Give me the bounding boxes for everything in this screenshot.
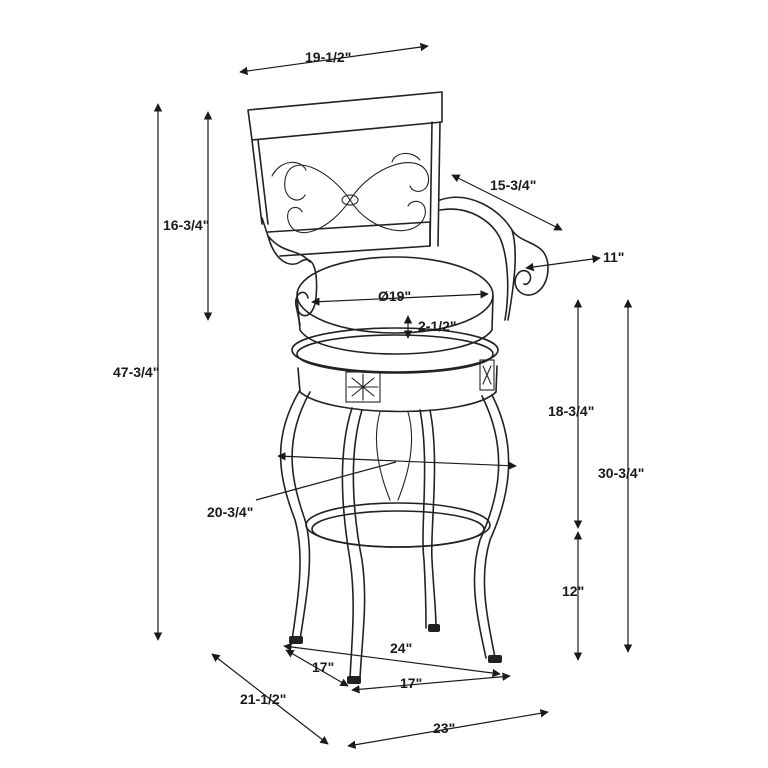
label-seat-height: 30-3/4" [598, 465, 645, 481]
label-seat-diameter: Ø19" [378, 288, 412, 304]
dim-line-base-width [347, 709, 549, 749]
label-mid-width: 20-3/4" [207, 504, 254, 520]
label-arm-length: 15-3/4" [490, 177, 537, 193]
label-seat-thickness: 2-1/2" [418, 318, 457, 334]
label-base-17-a: 17" [312, 659, 335, 675]
dim-line-mid-width-leader [255, 461, 397, 501]
label-base-17-b: 17" [400, 675, 423, 691]
dim-line-seat-diameter [311, 290, 489, 306]
label-overall-depth: 21-1/2" [240, 691, 287, 707]
dim-line-arm-length [451, 174, 563, 231]
dim-line-overall-width [239, 42, 429, 76]
dimension-lines [153, 42, 633, 749]
dim-line-base-17-b [351, 672, 511, 694]
label-footrest-height: 12" [562, 583, 585, 599]
dim-line-mid-width [277, 452, 517, 470]
dim-line-overall-depth [211, 653, 329, 745]
label-base-width: 23" [433, 720, 456, 736]
label-base-24: 24" [390, 640, 413, 656]
label-arm-width: 11" [603, 249, 625, 265]
back-scroll-ornament [271, 152, 430, 234]
label-back-height: 16-3/4" [163, 217, 210, 233]
label-overall-height: 47-3/4" [113, 364, 160, 380]
dim-line-arm-width [525, 254, 601, 272]
label-seat-to-ring: 18-3/4" [548, 403, 595, 419]
label-overall-width: 19-1/2" [305, 49, 352, 65]
